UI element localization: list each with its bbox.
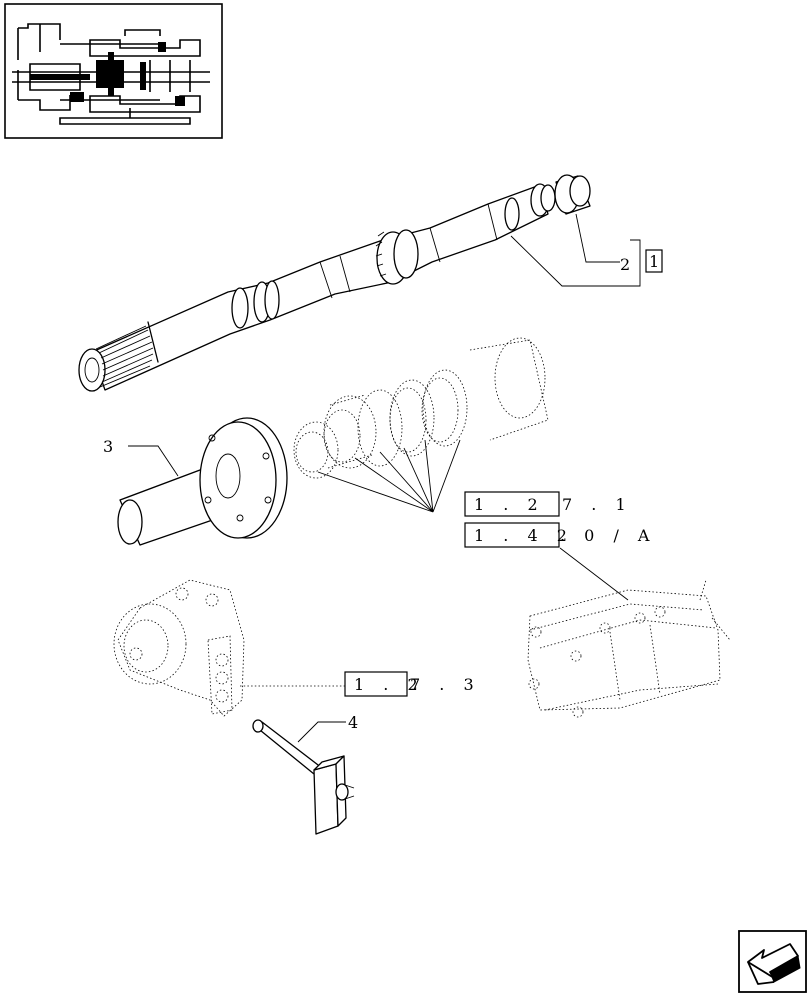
ref-1271[interactable]: 1 . 2 7 . 1: [464, 491, 633, 517]
pump-leader: [559, 547, 629, 601]
ref-142-suffix[interactable]: . 0 / A: [560, 526, 656, 545]
callout-3-label: 3: [103, 437, 113, 456]
previous-page-arrow-icon[interactable]: [738, 930, 807, 993]
flanged-shaft: [117, 417, 288, 546]
ref-1273-boxed[interactable]: 1 . 2: [354, 675, 425, 694]
pump-dotted: [527, 579, 731, 718]
callout-4-leader: [297, 721, 346, 743]
callout-3-leader: [128, 445, 179, 477]
splined-shaft: [78, 183, 556, 392]
ref-142-boxed[interactable]: 1 . 4 2: [474, 526, 574, 545]
callout-2-label: 2: [620, 255, 630, 274]
callout-2-leaders: [510, 213, 641, 287]
bearing-assembly-dotted: [293, 337, 549, 479]
callout-4-label: 4: [348, 713, 358, 732]
bushing: [554, 174, 591, 215]
ref-1273[interactable]: 1 . 2 7 . 3: [344, 671, 481, 697]
housing-dotted: [113, 579, 245, 717]
bearing-leaders: [317, 439, 461, 513]
lever-pin: [252, 719, 355, 835]
ref-142-0a[interactable]: 1 . 4 2 . 0 / A: [464, 522, 656, 548]
callout-2-ref-box[interactable]: [645, 249, 663, 273]
ref-1273-suffix[interactable]: 7 . 3: [410, 675, 481, 694]
callout-2-ref[interactable]: 1: [649, 252, 659, 271]
ref-1271-boxed[interactable]: 1 . 2: [474, 495, 545, 514]
ref-1271-suffix[interactable]: 7 . 1: [562, 495, 633, 514]
transmission-section-thumbnail[interactable]: [4, 3, 223, 139]
